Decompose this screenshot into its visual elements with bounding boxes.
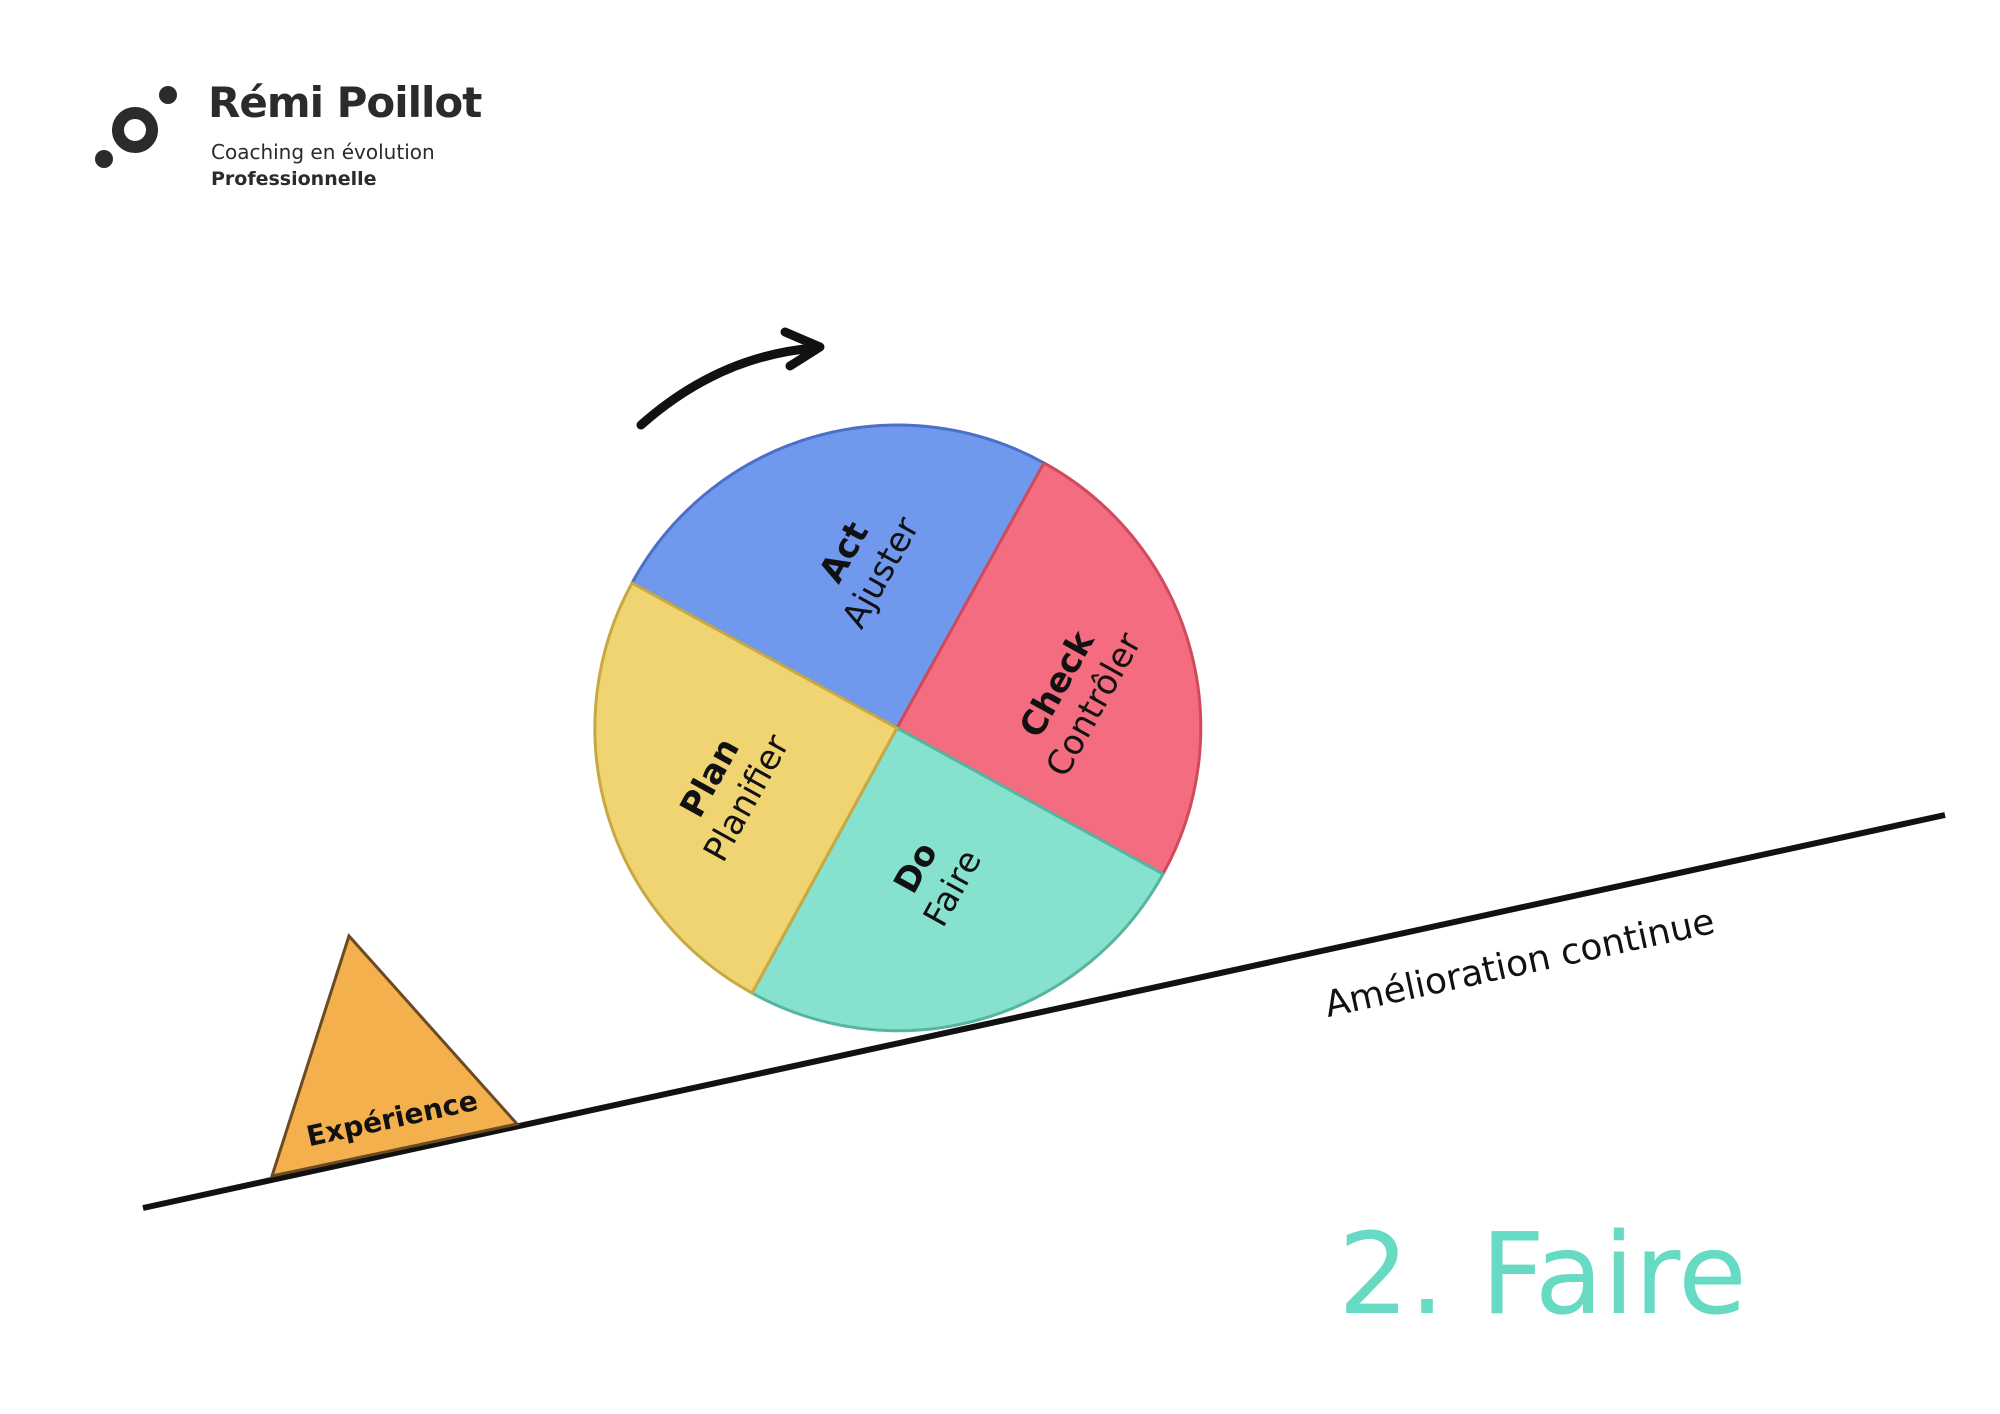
brand-tagline: Coaching en évolution xyxy=(211,140,435,164)
curved-arrow-icon xyxy=(636,327,825,430)
segment-act xyxy=(629,423,1047,731)
slope-line xyxy=(142,812,1946,1211)
slope-label: Amélioration continue xyxy=(1321,901,1718,1026)
brand-tagline-bold: Professionnelle xyxy=(211,168,377,190)
segment-check xyxy=(894,460,1203,877)
segment-do xyxy=(749,725,1166,1033)
logo-dots-icon xyxy=(95,86,177,168)
step-title: 2. Faire xyxy=(1338,1210,1747,1340)
experience-wedge xyxy=(269,933,520,1179)
brand-name: Rémi Poillot xyxy=(208,78,482,127)
pdca-wheel: Act Ajuster Check Contrôler Do Faire Pla… xyxy=(593,423,1203,1033)
segment-plan xyxy=(593,580,900,996)
